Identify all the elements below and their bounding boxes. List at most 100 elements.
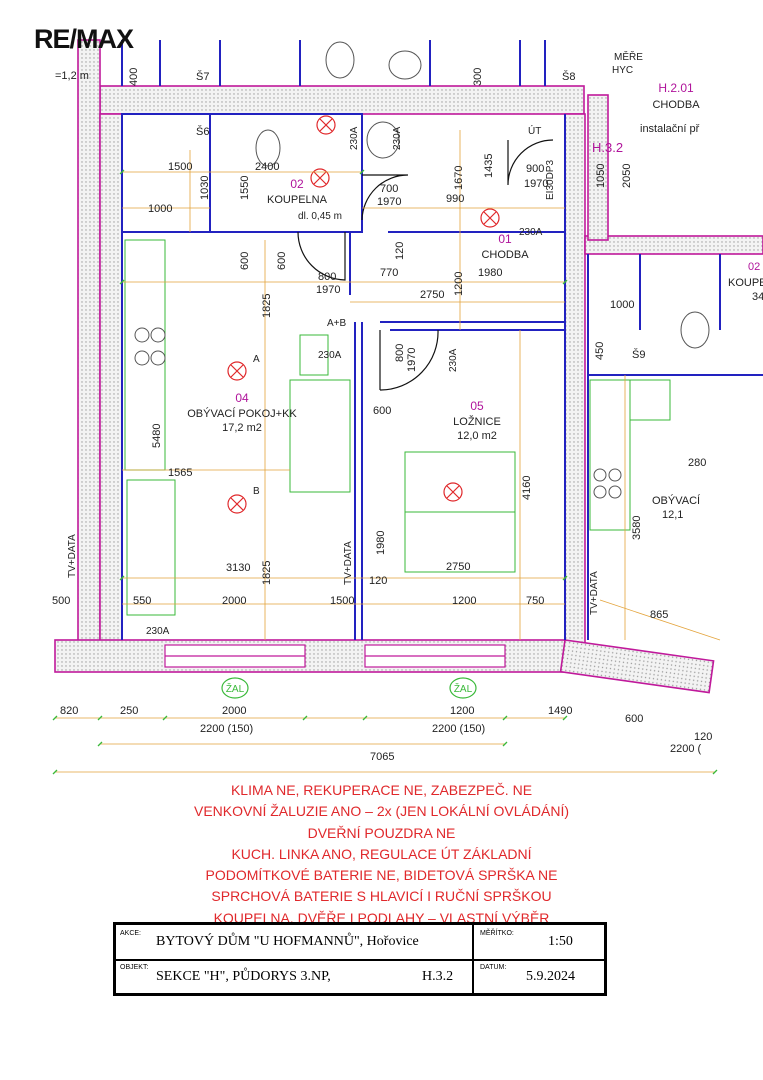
- dim: 2750: [446, 561, 470, 573]
- title-divider: [472, 925, 474, 959]
- room-number-02: 02: [290, 177, 304, 191]
- label-area-partial: 12,1: [662, 509, 683, 521]
- room-name-obyvaci-pokoj: OBÝVACÍ POKOJ+KK: [187, 407, 297, 420]
- dim: 800: [318, 271, 336, 283]
- room-name-chodba: CHODBA: [481, 249, 529, 261]
- dim: 820: [60, 705, 78, 717]
- note-line: SPRCHOVÁ BATERIE S HLAVICÍ I RUČNÍ SPRŠK…: [211, 888, 552, 905]
- dim: 1970: [377, 196, 401, 208]
- dim: 1000: [148, 203, 172, 215]
- shaft-s8: Š8: [562, 70, 575, 83]
- shaft-s9: Š9: [632, 348, 645, 361]
- shaft-s7: Š7: [196, 70, 209, 83]
- tag-zal-2: ŽAL: [454, 682, 473, 695]
- dim: 300: [472, 68, 484, 86]
- datum-label: DATUM:: [480, 964, 507, 971]
- dim: 1825: [261, 294, 273, 318]
- label-h32: H.3.2: [592, 140, 623, 155]
- dim: 750: [526, 595, 544, 607]
- dim: 3580: [631, 516, 643, 540]
- dim: 1980: [478, 267, 502, 279]
- dim: 2400: [255, 161, 279, 173]
- dim: 500: [52, 595, 70, 607]
- label-02-partial: 02: [748, 261, 760, 273]
- title-divider: [472, 960, 474, 994]
- room-number-04: 04: [235, 391, 249, 405]
- dim: 2750: [420, 289, 444, 301]
- room-area-loznice: 12,0 m2: [457, 430, 497, 442]
- tag-socket-3: 230A: [519, 227, 543, 238]
- label-hyc: HYC: [612, 65, 633, 76]
- dim: 2200 (150): [200, 723, 253, 735]
- floor-plan: 02 KOUPELNA dl. 0,45 m 01 CHODBA 04 OBÝV…: [52, 39, 763, 775]
- windows: [164, 644, 506, 668]
- tag-height: =1,2 m: [55, 70, 89, 82]
- tag-socket-2: 230A: [392, 126, 403, 150]
- akce-label: AKCE:: [120, 930, 142, 937]
- neighbor-labels: H.2.01 CHODBA instalační př H.3.2 KOUPE …: [592, 50, 763, 521]
- remax-logo: RE/MAX: [34, 24, 134, 54]
- dim: 1200: [453, 272, 465, 296]
- title-block: AKCE: BYTOVÝ DŮM "U HOFMANNŮ", Hořovice …: [113, 922, 607, 996]
- zal-symbols: [221, 677, 477, 699]
- dim: 2200 (150): [432, 723, 485, 735]
- dim: 450: [594, 342, 606, 360]
- dim: 770: [380, 267, 398, 279]
- dim: 4160: [521, 476, 533, 500]
- note-line: KLIMA NE, REKUPERACE NE, ZABEZPEČ. NE: [230, 782, 533, 798]
- tags: ÚT EI30DP3 230A 230A 230A 230A 230A 230A…: [55, 70, 600, 695]
- dim: 700: [380, 183, 398, 195]
- dim: 800: [394, 344, 406, 362]
- note-line: PODOMÍTKOVÉ BATERIE NE, BIDETOVÁ SPRŠKA …: [205, 867, 558, 884]
- note-line: KOUPELNA, DVĚŘE I PODLAHY – VLASTNÍ VÝBĚ…: [213, 909, 550, 926]
- dim: 1490: [548, 705, 572, 717]
- title-row-akce: AKCE: BYTOVÝ DŮM "U HOFMANNŮ", Hořovice …: [116, 925, 604, 961]
- dim: 900: [526, 163, 544, 175]
- tag-socket-6: 230A: [146, 626, 170, 637]
- dim: 280: [688, 457, 706, 469]
- specification-notes: KLIMA NE, REKUPERACE NE, ZABEZPEČ. NE VE…: [0, 780, 763, 929]
- shaft-labels: Š7 Š6 Š8 Š9: [196, 70, 645, 361]
- dim: 400: [128, 68, 140, 86]
- tag-tv-2: TV+DATA: [343, 541, 354, 585]
- dim: 600: [239, 252, 251, 270]
- dim: 1435: [483, 154, 495, 178]
- title-row-objekt: OBJEKT: SEKCE "H", PŮDORYS 3.NP, H.3.2 D…: [116, 960, 604, 994]
- shaft-s6: Š6: [196, 125, 209, 138]
- dim: 1970: [316, 284, 340, 296]
- akce-value: BYTOVÝ DŮM "U HOFMANNŮ", Hořovice: [156, 934, 419, 949]
- dim: 600: [625, 713, 643, 725]
- label-h201: H.2.01: [658, 81, 694, 95]
- dimension-ticks: [52, 169, 718, 775]
- note-line: DVEŘNÍ POUZDRA NE: [307, 824, 456, 841]
- dim: 990: [446, 193, 464, 205]
- dim: 1500: [168, 161, 192, 173]
- room-number-05: 05: [470, 399, 484, 413]
- room-name-loznice: LOŽNICE: [453, 415, 501, 428]
- dim: 1500: [330, 595, 354, 607]
- partitions: [121, 40, 763, 640]
- dim: 34: [752, 291, 763, 303]
- dimension-values: 2400 1500 1000 1030 1550 700 1970 990 16…: [52, 68, 763, 763]
- dim: 600: [276, 252, 288, 270]
- room-labels: 02 KOUPELNA dl. 0,45 m 01 CHODBA 04 OBÝV…: [187, 177, 529, 442]
- tag-a: A: [253, 354, 260, 365]
- dim: 1565: [168, 467, 192, 479]
- tag-socket-1: 230A: [349, 126, 360, 150]
- dim: 2000: [222, 705, 246, 717]
- doors: [297, 139, 554, 391]
- room-name-koupelna: KOUPELNA: [267, 194, 328, 206]
- dim: 120: [694, 731, 712, 743]
- tag-ab: A+B: [327, 318, 347, 329]
- dim: 550: [133, 595, 151, 607]
- room-number-01: 01: [498, 232, 512, 246]
- dim: 2050: [621, 164, 633, 188]
- dim: 1970: [524, 178, 548, 190]
- dim: 865: [650, 609, 668, 621]
- dim: 3130: [226, 562, 250, 574]
- dim: 120: [394, 242, 406, 260]
- dimension-lines: [55, 130, 721, 773]
- tag-b: B: [253, 486, 260, 497]
- objekt-value: SEKCE "H", PŮDORYS 3.NP,: [156, 969, 331, 984]
- tag-socket-4: 230A: [318, 350, 342, 361]
